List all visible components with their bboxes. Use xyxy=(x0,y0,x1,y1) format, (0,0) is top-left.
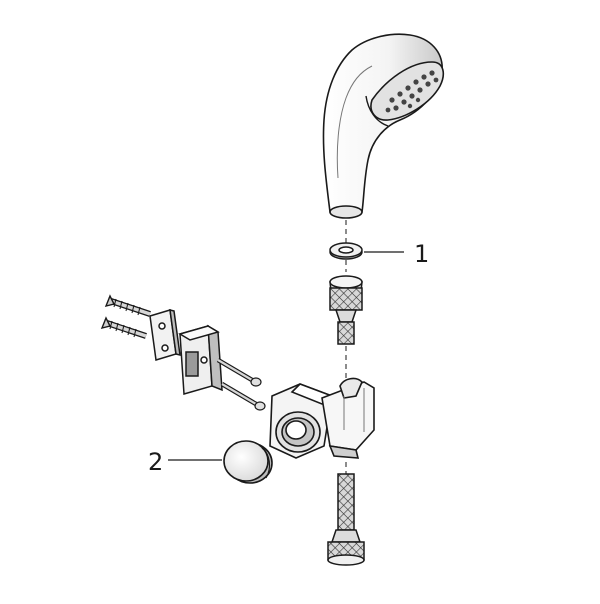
cover-cap xyxy=(223,440,273,484)
wall-plate xyxy=(149,309,181,361)
hose-top-fitting xyxy=(329,275,363,345)
wall-screw-upper xyxy=(104,294,151,317)
callout-label-1: 1 xyxy=(414,240,429,268)
callout-label-2: 2 xyxy=(148,448,163,476)
washer-seal xyxy=(329,242,363,260)
wall-screw-lower xyxy=(100,316,147,339)
mounting-bracket xyxy=(178,324,223,395)
bracket-screw-lower xyxy=(220,382,266,411)
hand-shower-head xyxy=(322,33,445,219)
shower-wall-holder xyxy=(269,377,375,459)
bracket-screw-upper xyxy=(216,358,262,387)
hose-bottom-fitting xyxy=(327,473,365,566)
